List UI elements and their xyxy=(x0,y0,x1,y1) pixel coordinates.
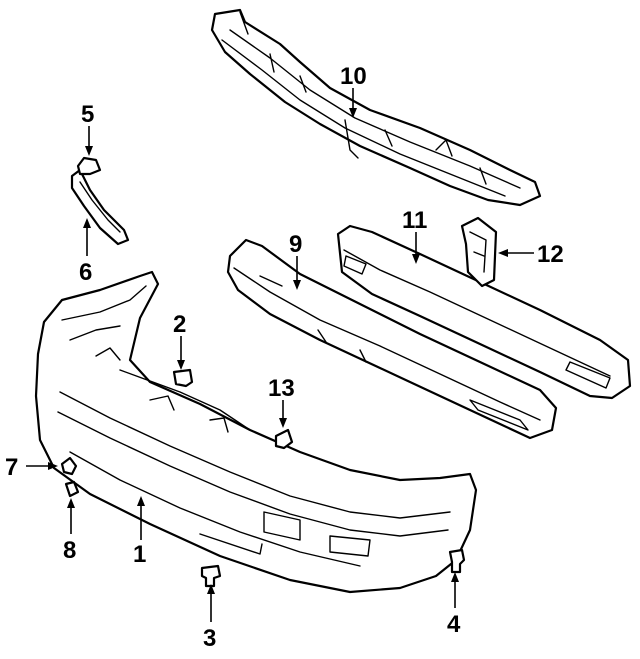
part-6-retainer xyxy=(70,168,130,246)
part-7-nut xyxy=(60,456,78,476)
callout-1: 1 xyxy=(133,541,146,568)
callout-10: 10 xyxy=(340,63,367,90)
part-3-bolt xyxy=(200,564,222,588)
callout-labels: 1 2 3 4 5 6 7 8 9 10 11 12 13 xyxy=(5,63,564,652)
part-12-side-bracket xyxy=(460,216,498,288)
part-13-grommet xyxy=(274,428,294,450)
part-5-clip xyxy=(76,156,102,176)
callout-4: 4 xyxy=(447,611,461,638)
callout-3: 3 xyxy=(203,625,216,652)
callout-13: 13 xyxy=(268,375,295,402)
part-1-bumper-cover xyxy=(34,270,478,594)
callout-5: 5 xyxy=(81,101,94,128)
part-4-bolt xyxy=(448,548,466,574)
callout-7: 7 xyxy=(5,454,18,481)
callout-2: 2 xyxy=(173,311,186,338)
leader-lines xyxy=(26,88,534,622)
part-8-nut xyxy=(64,480,80,498)
callout-12: 12 xyxy=(537,241,564,268)
part-2-push-clip xyxy=(172,368,194,388)
part-10-bumper-reinforcement xyxy=(210,8,542,207)
callout-11: 11 xyxy=(402,207,427,234)
part-11-impact-bar xyxy=(336,224,632,400)
callout-9: 9 xyxy=(289,231,302,258)
part-9-energy-absorber xyxy=(226,238,558,440)
callout-8: 8 xyxy=(63,537,76,564)
callout-6: 6 xyxy=(79,259,92,286)
